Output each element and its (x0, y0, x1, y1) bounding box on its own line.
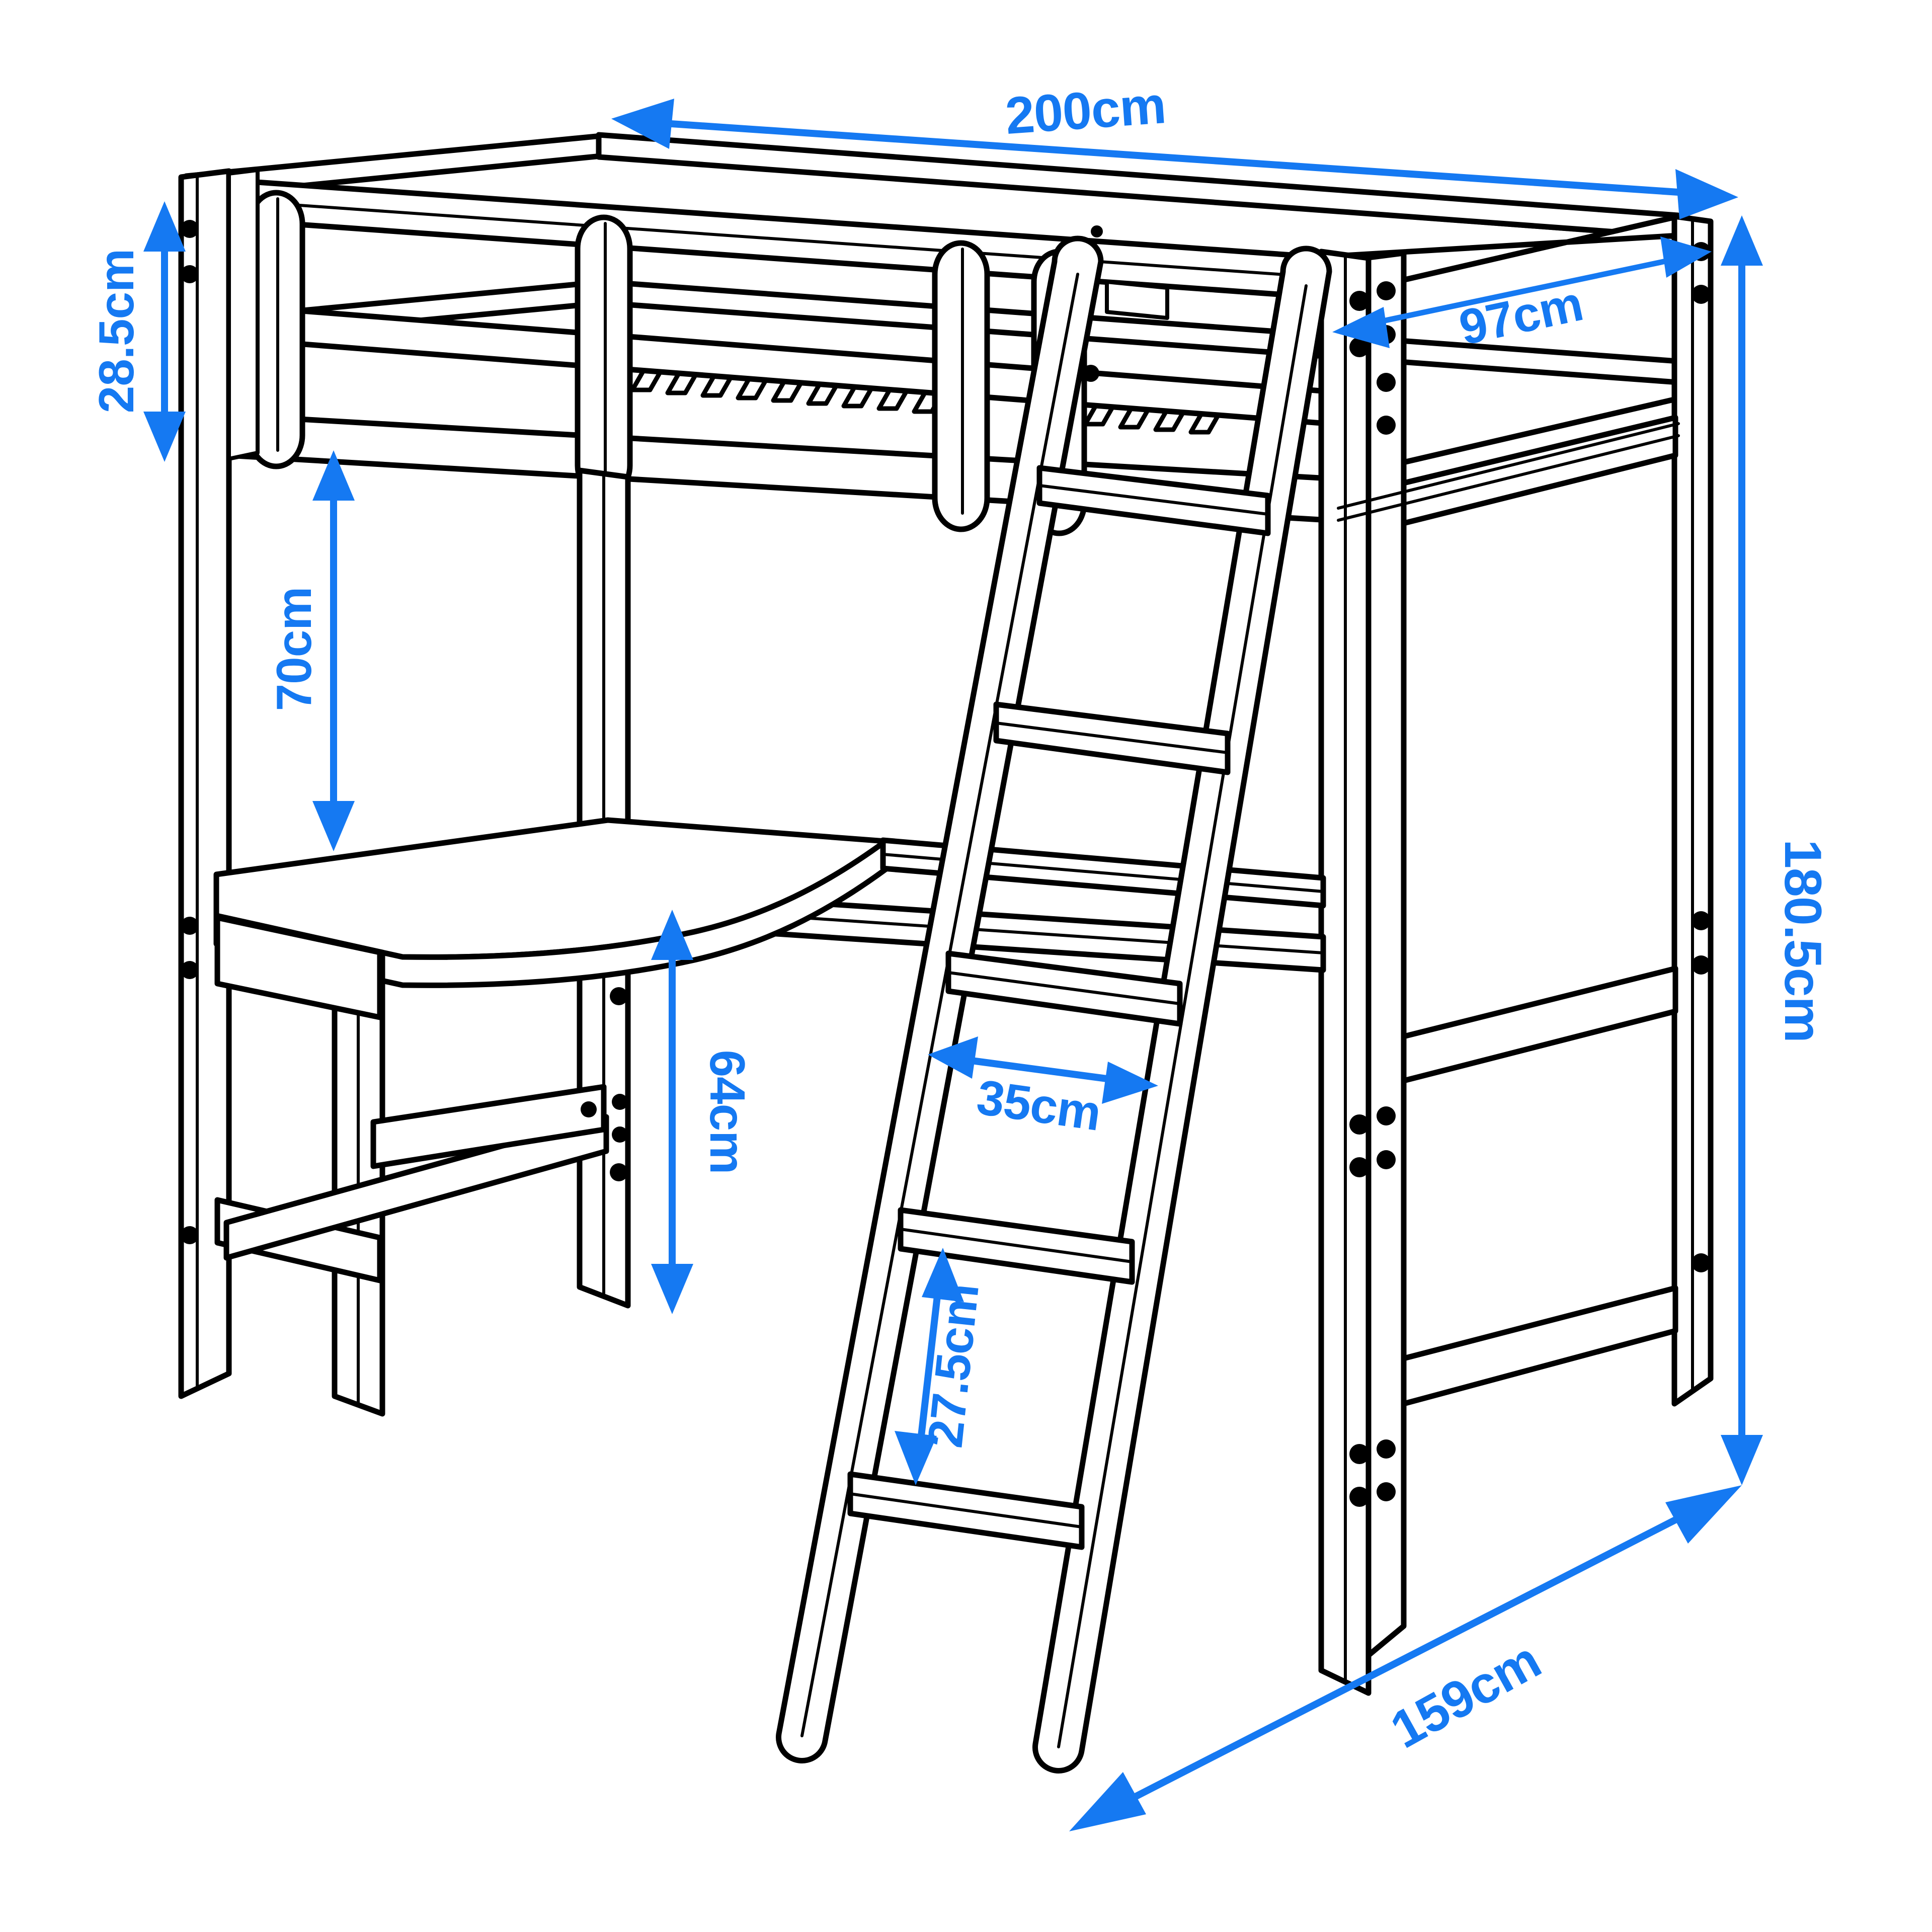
guard-rail-post-1 (247, 190, 305, 469)
side-mattress-ledger (1337, 422, 1680, 522)
bolt-hole (1349, 291, 1370, 311)
guard-rail-post-3 (932, 240, 990, 532)
arrow-head-down (143, 412, 186, 462)
arrow-head-up (312, 450, 355, 501)
bolt-hole (1377, 1150, 1396, 1169)
ladder (775, 235, 1332, 1774)
ladder-rung-5 (847, 1471, 1085, 1550)
ladder-top-bracket (1082, 280, 1169, 382)
bolt-hole (1377, 416, 1396, 435)
dimension-desk-height: 64cm (651, 910, 755, 1314)
arrow-head-left (928, 1036, 978, 1079)
bolt-hole (1692, 285, 1711, 304)
bolt-hole (181, 220, 199, 238)
corner-post-front-left (178, 168, 232, 1399)
bolt-hole (1377, 281, 1396, 300)
desk-apron-left (214, 915, 383, 1020)
bolt-hole (1349, 1114, 1370, 1135)
arrow-head-right (1665, 1485, 1742, 1544)
bolt-hole (1692, 911, 1711, 930)
desk-stretcher-rails (214, 1114, 609, 1283)
bolt-hole (181, 961, 199, 979)
corner-post-back-right (1365, 250, 1407, 1658)
arrow-head-down (1721, 1435, 1763, 1485)
bolt-hole (1349, 337, 1370, 357)
bolt-hole (1349, 1157, 1370, 1177)
corner-post-front-right (1318, 249, 1372, 1696)
bolt-hole (610, 987, 628, 1005)
bolt-hole (612, 1126, 628, 1143)
arrow-head-right (1102, 1062, 1158, 1104)
arrow-head-left (1332, 307, 1390, 348)
bolt-hole (181, 917, 199, 935)
bolt-hole (1349, 1444, 1370, 1464)
dimension-label-28-5cm: 28.5cm (89, 249, 144, 413)
right-end-panel-rails (1401, 415, 1678, 1407)
bolt-hole (1377, 1482, 1396, 1501)
arrow-head-right (1675, 169, 1738, 219)
bolt-hole (612, 1094, 628, 1110)
dimension-label-64cm: 64cm (700, 1050, 755, 1174)
desk-lower-long-rail (370, 1084, 628, 1169)
bolt-hole (1377, 1106, 1396, 1125)
corner-post-back-left (227, 168, 260, 461)
bolt-hole (1692, 955, 1711, 975)
dimension-label-200cm: 200cm (1003, 76, 1167, 145)
ladder-rung-1 (1036, 465, 1271, 536)
arrow-head-up (651, 910, 693, 960)
bolt-hole (1082, 365, 1099, 382)
dimension-guard-rail-height: 28.5cm (89, 201, 186, 462)
arrow-head-up (922, 1248, 964, 1302)
bolt-hole (181, 1226, 199, 1244)
corner-desk (213, 817, 1326, 1417)
corner-post-far-right (1671, 213, 1714, 1407)
dimension-label-70cm: 70cm (266, 587, 321, 711)
guard-rail-post-2 (575, 214, 633, 500)
dimension-overall-height: 180.5cm (1721, 215, 1832, 1485)
reference-dot (1091, 225, 1103, 237)
ladder-rung-3 (945, 950, 1183, 1027)
bolt-hole (610, 1163, 628, 1181)
bolt-hole (1349, 1487, 1370, 1507)
bolt-hole (581, 1101, 597, 1117)
arrow-head-down (895, 1431, 937, 1485)
ladder-rung-2 (993, 701, 1231, 775)
arrow-head-down (312, 801, 355, 851)
arrow-head-down (651, 1264, 693, 1314)
bolt-hole (1377, 1439, 1396, 1459)
bolt-hole (181, 265, 199, 283)
dimension-under-bed-clearance: 70cm (266, 450, 355, 851)
ladder-rung-4 (898, 1207, 1135, 1285)
dimension-overall-length: 200cm (611, 76, 1738, 219)
bolt-hole (1377, 373, 1396, 392)
arrow-head-right (1660, 236, 1712, 278)
arrow-head-left (611, 99, 674, 149)
arrow-head-left (1069, 1772, 1146, 1831)
arrow-head-up (1721, 215, 1763, 266)
dimension-label-180-5cm: 180.5cm (1774, 839, 1832, 1042)
bolt-hole (1692, 1253, 1711, 1272)
arrow-head-up (143, 201, 186, 252)
